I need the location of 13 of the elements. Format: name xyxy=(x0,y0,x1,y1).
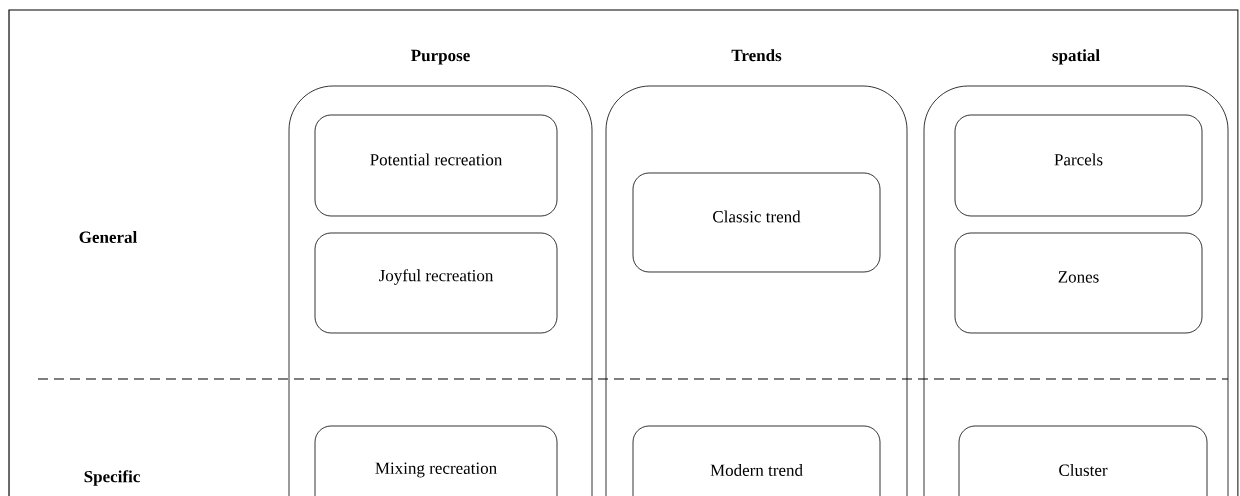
node-label: Trends xyxy=(731,49,782,62)
rounded-box: Modern trend xyxy=(632,425,881,496)
row-label: General xyxy=(79,231,137,243)
rounded-box: Zones xyxy=(954,232,1203,334)
node-label: spatial xyxy=(1052,49,1100,65)
rounded-box: Joyful recreation xyxy=(314,232,558,334)
rounded-box: Potential recreation xyxy=(314,114,558,217)
rounded-box: Cluster xyxy=(958,425,1208,496)
node-label: Purpose xyxy=(411,49,470,65)
rounded-box: Parcels xyxy=(954,114,1203,217)
rounded-box: Classic trend xyxy=(632,172,881,273)
row-label: Specific xyxy=(84,470,140,486)
rounded-box: Mixing recreation xyxy=(314,425,558,496)
